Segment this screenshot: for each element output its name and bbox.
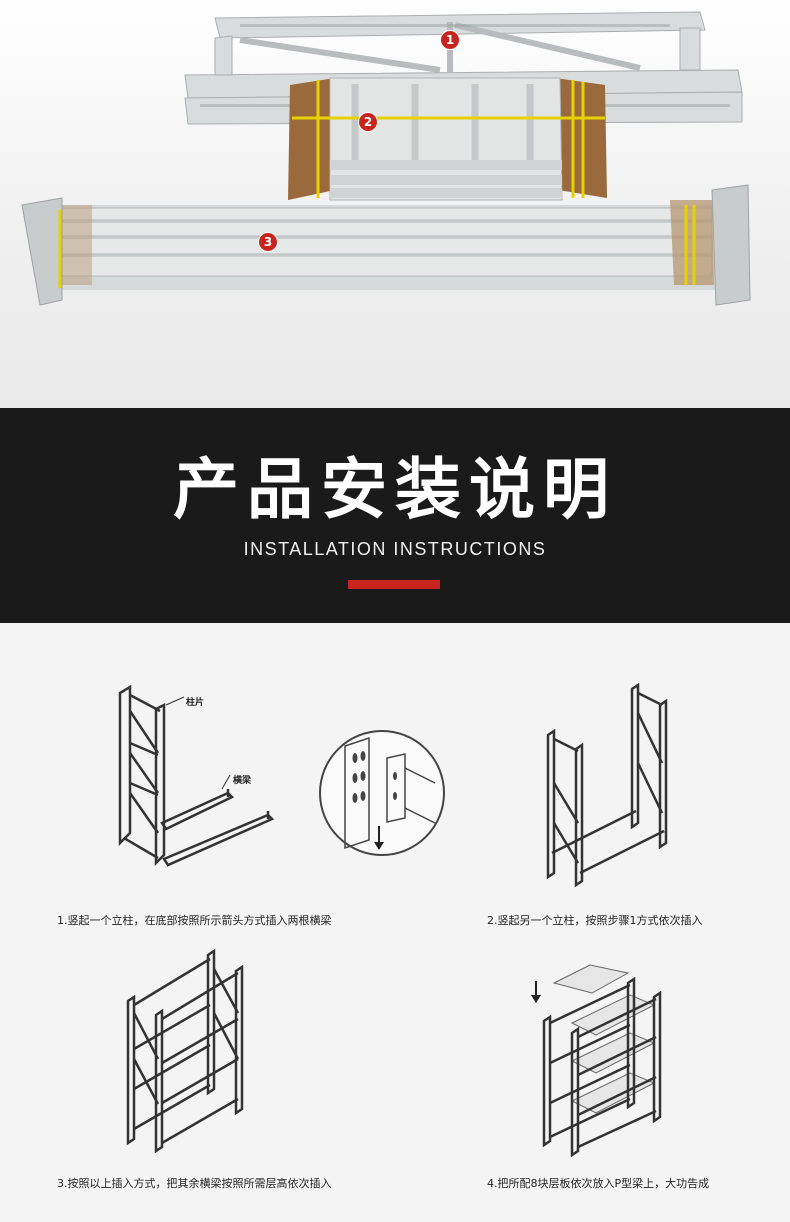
step2-diagram bbox=[546, 683, 668, 888]
step4-diagram bbox=[531, 964, 662, 1158]
instructions-section: 柱片 横梁 1.竖起一个立柱，在底部按照所示箭头方式插入两根横梁 bbox=[0, 623, 790, 1222]
beam-label: 横梁 bbox=[233, 776, 252, 786]
marker-1: 1 bbox=[441, 31, 459, 49]
step3-caption: 3.按照以上插入方式，把其余横梁按照所需层高依次插入 bbox=[57, 1177, 332, 1190]
section-title: 产品安装说明 bbox=[173, 451, 617, 528]
step4-caption: 4.把所配8块层板依次放入P型梁上，大功告成 bbox=[487, 1177, 710, 1190]
step1-caption: 1.竖起一个立柱，在底部按照所示箭头方式插入两根横梁 bbox=[57, 914, 332, 927]
product-photo: 1 2 3 bbox=[0, 0, 790, 408]
connection-detail-diagram bbox=[319, 730, 445, 856]
step3-diagram bbox=[126, 949, 244, 1154]
section-subtitle: INSTALLATION INSTRUCTIONS bbox=[243, 539, 547, 559]
accent-bar bbox=[348, 580, 440, 589]
upright-label: 柱片 bbox=[186, 698, 205, 708]
section-banner: 产品安装说明 INSTALLATION INSTRUCTIONS bbox=[0, 408, 790, 623]
step2-caption: 2.竖起另一个立柱，按照步骤1方式依次插入 bbox=[487, 914, 703, 927]
marker-3: 3 bbox=[259, 233, 277, 251]
packed-shelf-parts-illustration bbox=[21, 11, 751, 306]
marker-2: 2 bbox=[359, 113, 377, 131]
step1-diagram bbox=[118, 684, 275, 867]
